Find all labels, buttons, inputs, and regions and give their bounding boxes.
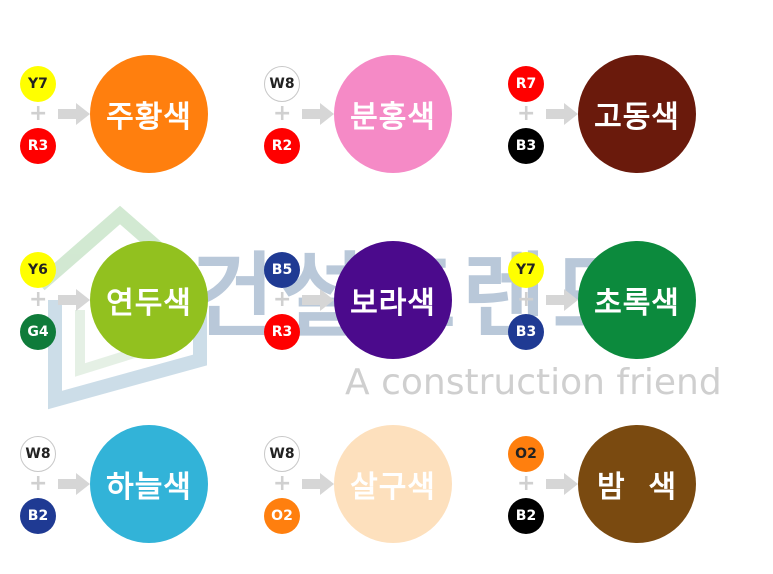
arrow-right-icon [302, 103, 334, 125]
combo-5: B5 + R3 보라색 [264, 241, 464, 372]
result-color-circle: 밤 색 [578, 425, 696, 543]
plus-icon: + [273, 101, 292, 126]
plus-icon: + [273, 287, 292, 312]
combo-6: Y7 + B3 초록색 [508, 241, 708, 372]
combo-3: R7 + B3 고동색 [508, 55, 708, 186]
combo-8: W8 + O2 살구색 [264, 425, 464, 556]
plus-icon: + [29, 287, 48, 312]
pigment-chip-top: B5 [264, 252, 300, 288]
pigment-chip-bottom: R3 [20, 128, 56, 164]
combo-4: Y6 + G4 연두색 [20, 241, 220, 372]
combo-2: W8 + R2 분홍색 [264, 55, 464, 186]
pigment-chip-top: R7 [508, 66, 544, 102]
combo-7: W8 + B2 하늘색 [20, 425, 220, 556]
arrow-right-icon [58, 473, 90, 495]
arrow-right-icon [302, 289, 334, 311]
combo-9: O2 + B2 밤 색 [508, 425, 708, 556]
result-color-circle: 보라색 [334, 241, 452, 359]
plus-icon: + [517, 101, 536, 126]
pigment-chip-bottom: O2 [264, 498, 300, 534]
result-color-circle: 분홍색 [334, 55, 452, 173]
pigment-chip-bottom: G4 [20, 314, 56, 350]
result-color-circle: 주황색 [90, 55, 208, 173]
result-color-circle: 연두색 [90, 241, 208, 359]
pigment-chip-top: W8 [264, 66, 300, 102]
pigment-chip-top: Y7 [20, 66, 56, 102]
plus-icon: + [517, 287, 536, 312]
pigment-chip-bottom: R2 [264, 128, 300, 164]
plus-icon: + [273, 471, 292, 496]
plus-icon: + [29, 101, 48, 126]
pigment-chip-top: O2 [508, 436, 544, 472]
arrow-right-icon [302, 473, 334, 495]
pigment-chip-bottom: R3 [264, 314, 300, 350]
result-color-circle: 초록색 [578, 241, 696, 359]
plus-icon: + [517, 471, 536, 496]
result-color-circle: 고동색 [578, 55, 696, 173]
pigment-chip-bottom: B3 [508, 314, 544, 350]
result-color-circle: 하늘색 [90, 425, 208, 543]
combo-1: Y7 + R3 주황색 [20, 55, 220, 186]
arrow-right-icon [58, 103, 90, 125]
pigment-chip-top: Y7 [508, 252, 544, 288]
arrow-right-icon [58, 289, 90, 311]
pigment-chip-bottom: B3 [508, 128, 544, 164]
pigment-chip-top: Y6 [20, 252, 56, 288]
arrow-right-icon [546, 289, 578, 311]
pigment-chip-bottom: B2 [508, 498, 544, 534]
result-color-circle: 살구색 [334, 425, 452, 543]
pigment-chip-top: W8 [20, 436, 56, 472]
pigment-chip-top: W8 [264, 436, 300, 472]
arrow-right-icon [546, 473, 578, 495]
plus-icon: + [29, 471, 48, 496]
arrow-right-icon [546, 103, 578, 125]
pigment-chip-bottom: B2 [20, 498, 56, 534]
